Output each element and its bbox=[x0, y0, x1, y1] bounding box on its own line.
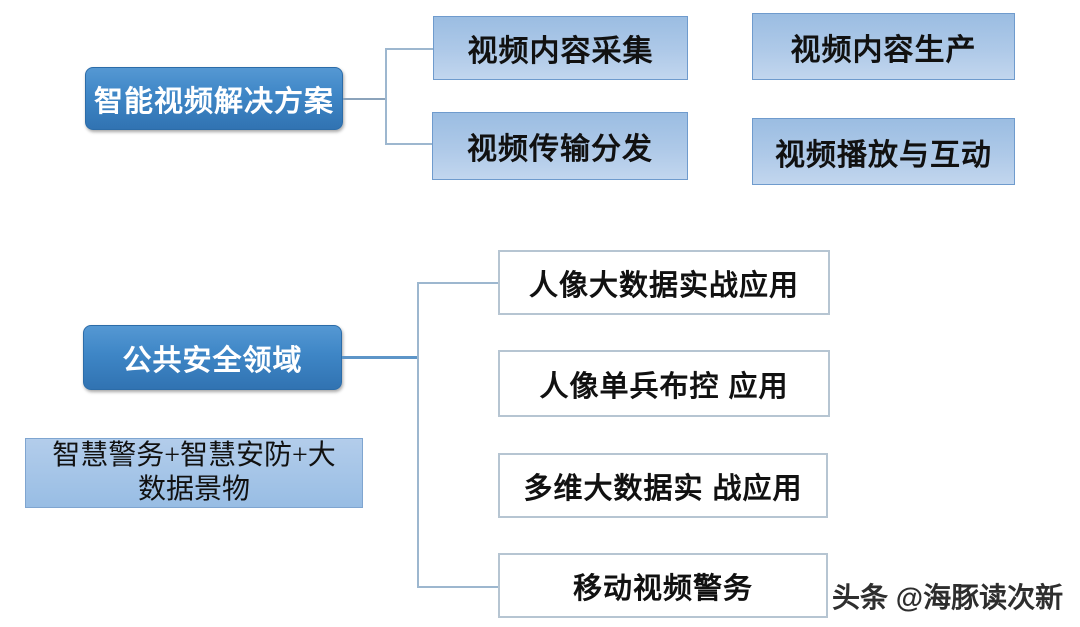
child-box-face-bigdata-application: 人像大数据实战应用 bbox=[498, 250, 830, 315]
root-box-smart-video-solution: 智能视频解决方案 bbox=[85, 67, 343, 130]
child-box-video-content-collection: 视频内容采集 bbox=[433, 16, 688, 80]
connector-tree2-branch-top bbox=[419, 282, 498, 284]
root-box-public-security: 公共安全领域 bbox=[83, 325, 342, 390]
connector-tree1-branch-bottom bbox=[387, 143, 432, 145]
connector-tree2-root-horizontal bbox=[342, 356, 419, 359]
connector-tree1-vertical bbox=[385, 48, 387, 145]
connector-tree2-vertical bbox=[417, 282, 419, 588]
child-box-multidim-bigdata: 多维大数据实 战应用 bbox=[498, 453, 828, 518]
child-box-mobile-video-police: 移动视频警务 bbox=[498, 553, 828, 618]
connector-tree1-branch-top bbox=[387, 48, 433, 50]
note-line-2: 数据景物 bbox=[137, 474, 250, 505]
child-box-face-portable-control: 人像单兵布控 应用 bbox=[498, 350, 830, 417]
child-box-video-transmission-distribution: 视频传输分发 bbox=[432, 112, 688, 180]
connector-tree1-root-horizontal bbox=[343, 98, 386, 100]
connector-tree2-branch-bottom bbox=[419, 586, 498, 588]
side-box-video-playback-interaction: 视频播放与互动 bbox=[752, 118, 1015, 185]
note-box-smart-police: 智慧警务+智慧安防+大 数据景物 bbox=[25, 438, 363, 508]
note-line-1: 智慧警务+智慧安防+大 bbox=[52, 440, 336, 471]
side-box-video-content-production: 视频内容生产 bbox=[752, 13, 1015, 80]
toutiao-watermark: 头条 @海豚读次新 bbox=[832, 582, 1064, 613]
